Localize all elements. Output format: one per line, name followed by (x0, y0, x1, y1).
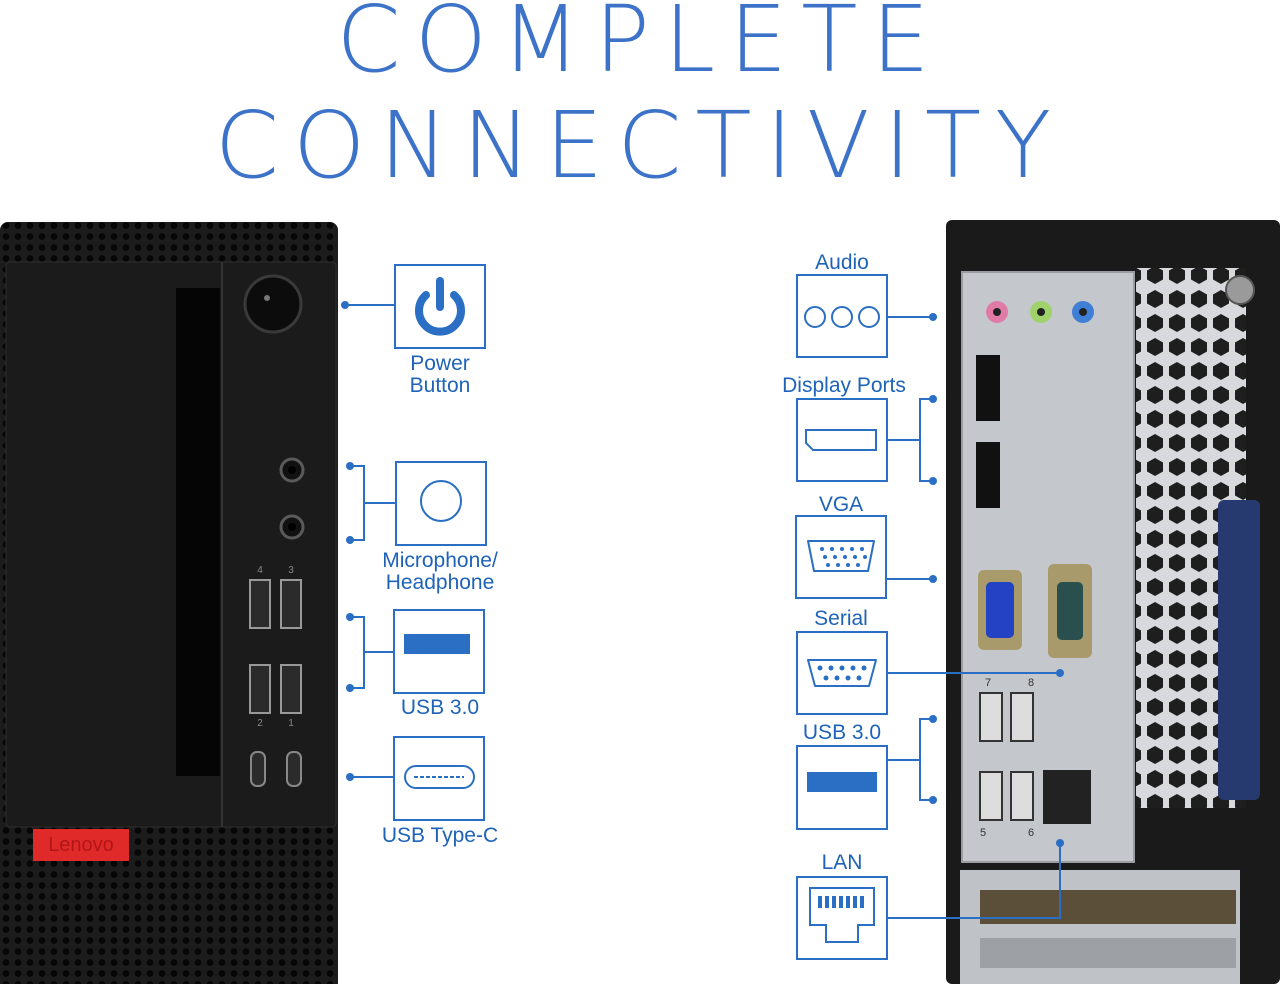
label-power-2: Button (409, 374, 471, 397)
label-vga: VGA (818, 493, 864, 516)
thumbscrew (1225, 275, 1255, 305)
usb-c-port-1 (250, 751, 266, 787)
power-switch (243, 274, 303, 334)
label-rear-usb: USB 3.0 (802, 721, 882, 744)
displayport-2 (976, 442, 1000, 508)
label-usb-c: USB Type-C (381, 824, 499, 847)
usb-port-5 (979, 771, 1003, 821)
rear-panel: 7 8 5 6 (946, 220, 1280, 984)
displayport-1 (976, 355, 1000, 421)
usb-port-6 (1010, 771, 1034, 821)
label-display-ports: Display Ports (782, 374, 906, 397)
label-mic-2: Headphone (385, 571, 495, 594)
headline-line-2: CONNECTIVITY (214, 92, 1066, 199)
optical-bay-slot (176, 288, 220, 776)
usb-port-2 (249, 664, 271, 714)
port-num-3: 3 (288, 565, 294, 576)
label-mic-1: Microphone/ (382, 549, 498, 572)
label-lan: LAN (821, 851, 863, 874)
port-num-5: 5 (980, 827, 986, 839)
usb-c-port-2 (286, 751, 302, 787)
usb-port-7 (979, 692, 1003, 742)
usb-port-1 (280, 664, 302, 714)
ethernet-port (1043, 770, 1091, 824)
port-num-1: 1 (288, 718, 294, 729)
side-latch (1218, 500, 1260, 800)
label-power-1: Power (410, 352, 470, 375)
audio-icon-box (796, 274, 888, 358)
port-num-8: 8 (1028, 677, 1034, 689)
label-front-usb: USB 3.0 (400, 696, 480, 719)
usb-icon-box (393, 609, 485, 694)
label-rear-audio: Audio (815, 251, 869, 274)
port-num-7: 7 (985, 677, 991, 689)
headline-line-1: COMPLETE (336, 0, 944, 93)
usb-port-4 (249, 579, 271, 629)
power-icon (415, 277, 465, 336)
displayport-icon-box (796, 398, 888, 482)
power-icon-box (394, 264, 486, 349)
port-num-4: 4 (257, 565, 263, 576)
label-serial: Serial (814, 607, 868, 630)
usb-icon-box (796, 745, 888, 830)
audio-icon-box (395, 461, 487, 546)
port-num-6: 6 (1028, 827, 1034, 839)
lenovo-logo: Lenovo (33, 829, 129, 861)
port-num-2: 2 (257, 718, 263, 729)
front-panel: 4 3 2 1 (0, 222, 338, 984)
usb-c-icon-box (393, 736, 485, 821)
usb-port-8 (1010, 692, 1034, 742)
vga-icon-box (795, 515, 887, 599)
usb-port-3 (280, 579, 302, 629)
